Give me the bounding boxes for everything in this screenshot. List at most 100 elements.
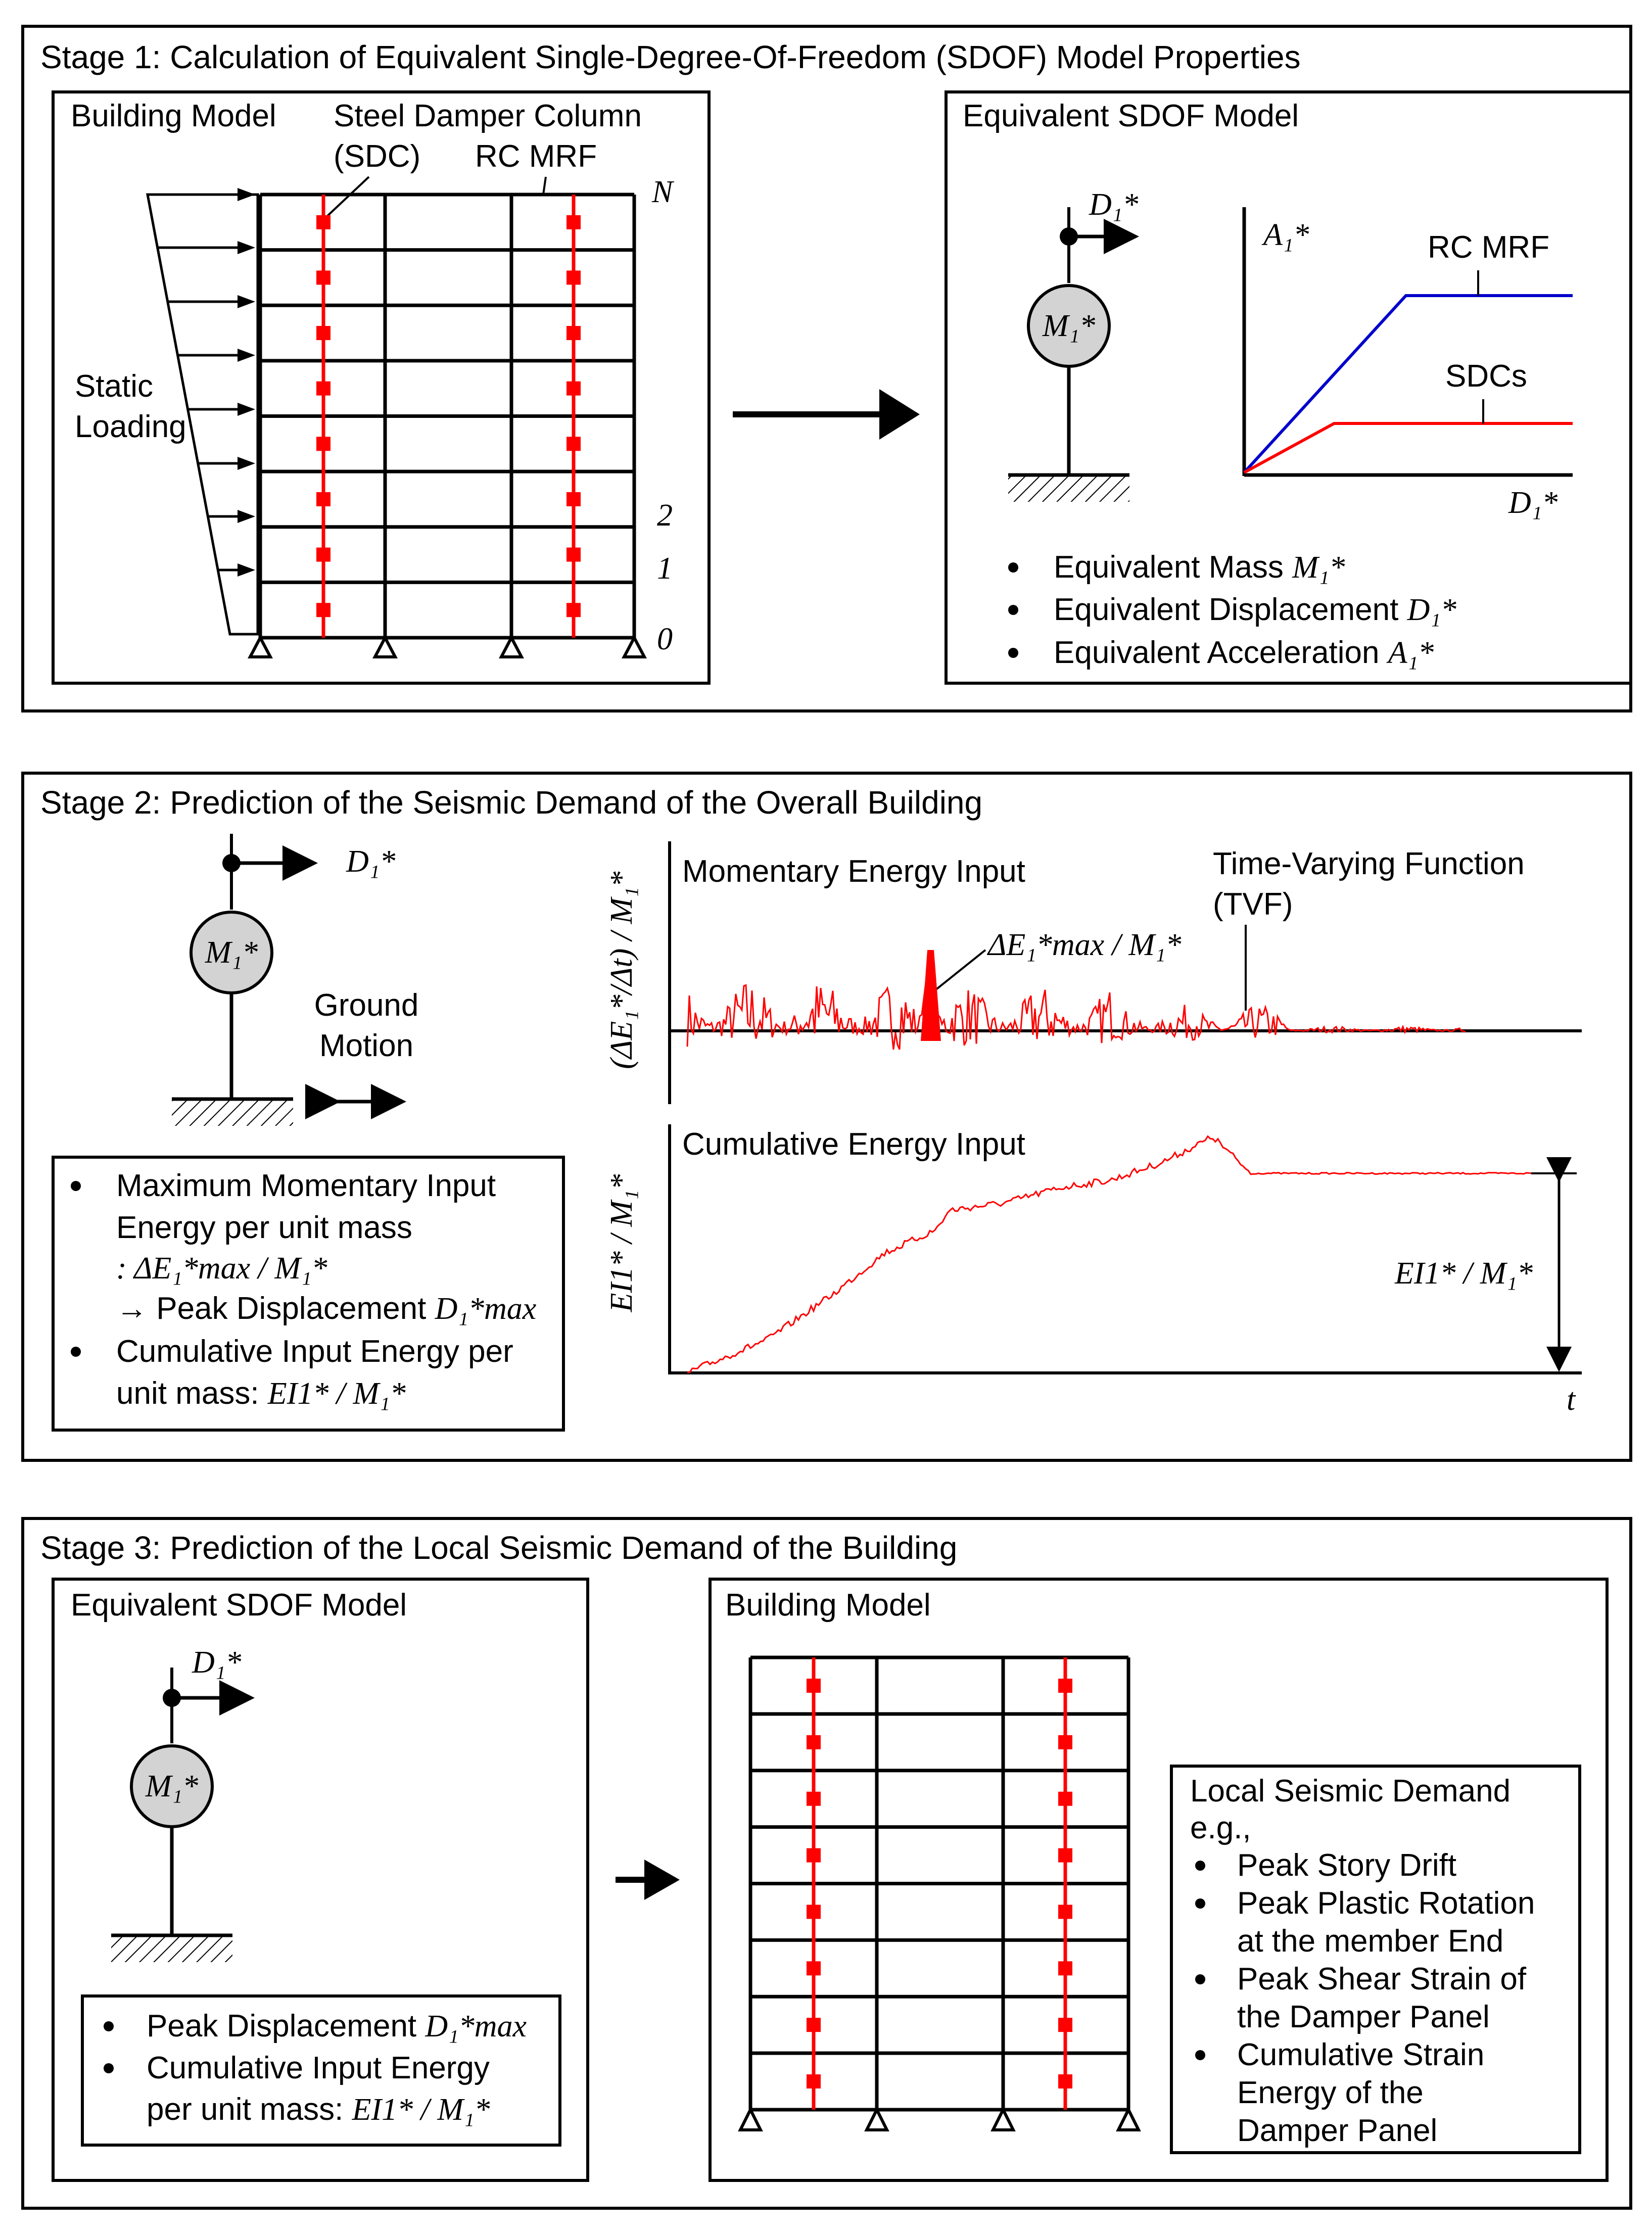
load-arrow-head <box>238 403 255 416</box>
bullet-2-line2: unit mass: EI1* / M₁* <box>116 1376 406 1411</box>
disp-label: D₁* <box>346 844 395 879</box>
bullet-dot <box>1008 605 1018 615</box>
sdc-damper-node <box>807 2018 821 2032</box>
local-demand-item-line: Energy of the <box>1237 2075 1424 2110</box>
ground-motion-line2: Motion <box>319 1028 413 1063</box>
bullet-dot <box>71 1347 81 1357</box>
static-load-arrows <box>148 188 255 577</box>
local-demand-item-line: Damper Panel <box>1237 2113 1437 2148</box>
peak-energy-spike <box>921 950 941 1041</box>
local-demand-item-line: the Damper Panel <box>1237 2000 1490 2034</box>
stage-2-frame <box>21 772 1632 1462</box>
load-arrow-head <box>238 295 255 308</box>
local-demand-eg: e.g., <box>1190 1811 1251 1845</box>
stage-3-building-frame <box>709 1578 1609 2182</box>
sdc-damper-node <box>1058 1791 1072 1806</box>
sdof-ground-hatch <box>172 1101 293 1126</box>
floor-label-0: 0 <box>657 622 673 656</box>
load-arrow-head <box>238 457 255 470</box>
pin-support <box>990 2106 1016 2131</box>
sdc-damper-node <box>316 270 331 285</box>
sdc-damper-node <box>567 381 581 396</box>
local-demand-item-line: Peak Story Drift <box>1237 1848 1456 1883</box>
local-demand-item-line: Peak Plastic Rotation <box>1237 1886 1535 1921</box>
sdc-damper-node <box>807 1961 821 1976</box>
bullet-dot <box>104 2021 114 2031</box>
stage-3-bullet-2-line1: Cumulative Input Energy <box>147 2051 490 2085</box>
sdc-damper-node <box>567 215 581 229</box>
sdc-curve-label: SDCs <box>1445 359 1527 394</box>
cumulative-energy-plot: Cumulative Energy Input EI1* / M₁* EI1* … <box>604 1124 1582 1417</box>
graph-x-label: D₁* <box>1508 486 1557 520</box>
sdc-damper-node <box>1058 2018 1072 2032</box>
stage-2-bullet-box: Maximum Momentary Input Energy per unit … <box>52 1156 565 1432</box>
stage-3-bullet-box <box>81 1994 561 2147</box>
pin-support <box>1116 2106 1141 2131</box>
bullet-1-line4: → Peak Displacement D₁*max <box>116 1291 537 1326</box>
sdc-damper-node <box>1058 1848 1072 1863</box>
sdc-damper-node <box>316 492 331 506</box>
local-demand-item-line: at the member End <box>1237 1924 1503 1959</box>
stage-3-bullet-2-line2: per unit mass: EI1* / M₁* <box>147 2092 490 2127</box>
sdc-label-line2: (SDC) <box>334 139 420 174</box>
sdof-ground-hatch <box>1008 477 1129 502</box>
time-label: t <box>1567 1383 1576 1417</box>
stage-3-title: Stage 3: Prediction of the Local Seismic… <box>40 1530 957 1566</box>
bullet-dot <box>1195 1974 1205 1984</box>
sdc-leader <box>325 176 370 218</box>
sdc-damper-node <box>1058 1961 1072 1976</box>
floor-label-N: N <box>651 175 675 209</box>
bullet-dot <box>1195 2050 1205 2060</box>
bottom-plot-y-label: EI1* / M₁* <box>604 1174 639 1313</box>
local-demand-box <box>1170 1765 1581 2154</box>
bullet-dot <box>104 2063 114 2073</box>
rc-curve-label: RC MRF <box>1428 230 1549 265</box>
sdof-box-frame <box>945 90 1632 685</box>
cumulative-end-label: EI1* / M₁* <box>1394 1256 1533 1291</box>
stage-3-sdof-title: Equivalent SDOF Model <box>71 1588 407 1623</box>
load-arrow-head <box>238 188 255 201</box>
capacity-graph: A₁* D₁* RC MRF SDCs <box>1242 207 1573 520</box>
stage-3-frame <box>21 1517 1632 2210</box>
sdc-damper-node <box>567 326 581 341</box>
sdc-damper-node <box>1058 1678 1072 1693</box>
sdc-damper-node <box>567 437 581 451</box>
sdc-damper-node <box>567 492 581 506</box>
sdc-damper-node <box>567 270 581 285</box>
bullet-box-frame <box>52 1156 565 1432</box>
sdof-bullets: Equivalent Mass M₁* Equivalent Displacem… <box>1008 550 1456 670</box>
mass-label: M₁* <box>145 1769 198 1803</box>
sdc-damper-node <box>807 1905 821 1919</box>
ground-motion-line1: Ground <box>314 988 419 1023</box>
bullet-1-line3: : ΔE₁*max / M₁* <box>116 1251 327 1286</box>
local-demand-title: Local Seismic Demand <box>1190 1774 1511 1809</box>
cumulative-energy-curve <box>687 1135 1532 1374</box>
floor-label-1: 1 <box>657 551 673 586</box>
pin-support <box>864 2106 889 2131</box>
pin-support <box>738 2106 763 2131</box>
local-demand-item-line: Peak Shear Strain of <box>1237 1962 1527 1997</box>
stage-3-flow-arrowhead <box>644 1860 680 1900</box>
pin-support <box>622 634 647 658</box>
sdc-damper-node <box>807 2074 821 2089</box>
stage-2-panel: Stage 2: Prediction of the Seismic Deman… <box>21 772 1632 1462</box>
tvf-label-line1: Time-Varying Function <box>1213 846 1525 881</box>
stage-3-building-box: Building Model Local Seismic Demand e.g.… <box>709 1578 1609 2182</box>
sdc-damper-node <box>316 215 331 229</box>
sdc-damper-node <box>807 1735 821 1749</box>
mass-label: M₁* <box>205 935 258 970</box>
rc-mrf-curve <box>1243 294 1573 474</box>
load-arrow-head <box>238 241 255 254</box>
load-arrow-head <box>238 563 255 577</box>
bottom-plot-title: Cumulative Energy Input <box>682 1127 1025 1162</box>
bullet-dot <box>1195 1861 1205 1871</box>
pin-support <box>499 634 524 658</box>
stage-2-title: Stage 2: Prediction of the Seismic Deman… <box>40 784 982 821</box>
sdc-damper-node <box>567 603 581 617</box>
sdof-ground-hatch <box>111 1937 232 1962</box>
building-box-title: Building Model <box>71 99 276 133</box>
stage-3-building-title: Building Model <box>725 1588 931 1623</box>
peak-leader <box>934 949 986 991</box>
